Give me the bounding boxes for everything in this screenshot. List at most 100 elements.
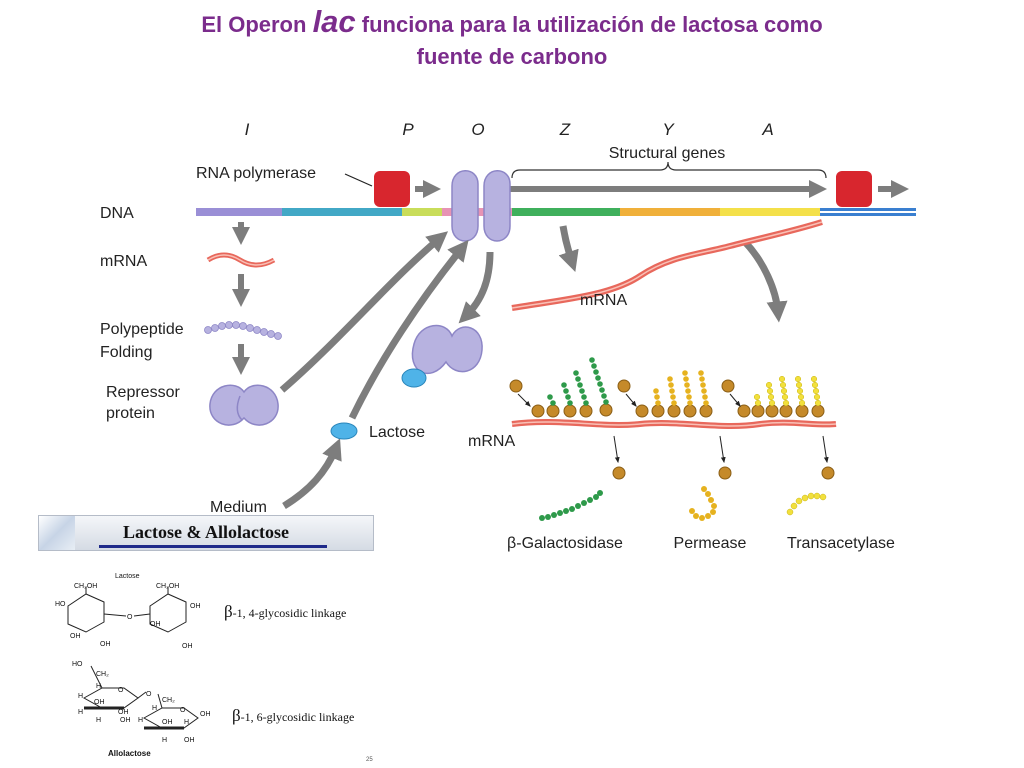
arrow-repressor-release [458, 251, 494, 324]
svg-text:OH: OH [94, 699, 105, 706]
linkage-1-4-text: -1, 4-glycosidic linkage [232, 606, 347, 620]
gene-letter-a: A [761, 120, 773, 139]
mrna-ribosomes-label: mRNA [468, 433, 515, 450]
svg-text:CH₂OH: CH₂OH [156, 583, 179, 590]
repressor-protein [209, 384, 279, 426]
arrow-repressor-to-operator [279, 231, 449, 393]
repressor-label: Repressor [106, 384, 180, 401]
arrow-medium-to-lactose [282, 438, 342, 509]
lactose-bound [401, 368, 427, 388]
svg-text:CH₂: CH₂ [96, 671, 109, 678]
svg-text:H: H [78, 709, 83, 716]
polypeptide-chain [204, 321, 282, 340]
rna-polymerase-label: RNA polymerase [196, 165, 316, 182]
svg-text:H: H [78, 693, 83, 700]
svg-text:O: O [127, 614, 133, 621]
svg-text:H: H [138, 717, 143, 724]
caption-underline [99, 545, 327, 548]
medium-label: Medium [210, 499, 267, 516]
svg-text:OH: OH [182, 643, 193, 650]
svg-text:H: H [96, 683, 101, 690]
svg-text:CH₂OH: CH₂OH [74, 583, 97, 590]
gene-letter-o: O [471, 120, 484, 139]
galactosidase-chain [539, 490, 603, 521]
ribosome-entry-arrows [517, 393, 741, 407]
svg-text:HO: HO [72, 661, 83, 668]
arrow-to-mrna-right [558, 225, 579, 272]
mrna-right-label: mRNA [580, 292, 627, 309]
title-suffix: funciona para la utilización de lactosa … [355, 12, 823, 37]
linkage-1-4: β-1, 4-glycosidic linkage [224, 602, 346, 622]
arrow-to-translation [742, 239, 788, 323]
product-transacetylase: Transacetylase [787, 535, 895, 552]
protein-label: protein [106, 405, 155, 422]
svg-text:OH: OH [184, 737, 195, 744]
released-ribosomes [612, 466, 835, 480]
caption-swoosh [39, 516, 75, 550]
dna-segment-spacer [282, 208, 402, 216]
dna-segment-z [512, 208, 620, 216]
ribosomes [509, 379, 825, 418]
svg-text:O: O [118, 687, 124, 694]
structural-genes-bracket [511, 161, 827, 179]
svg-text:HO: HO [55, 601, 66, 608]
repressor-on-operator [451, 170, 511, 242]
title-line-1: El Operon lac funciona para la utilizaci… [0, 6, 1024, 41]
rna-polymerase-block-left [374, 171, 410, 207]
gene-letter-y: Y [662, 120, 675, 139]
svg-text:OH: OH [118, 709, 129, 716]
dna-segment-y [620, 208, 720, 216]
allolactose-structure-title: Allolactose [108, 749, 151, 758]
lactose-molecule [330, 422, 358, 440]
allolactose-structure: HO CH₂ H O H OH H OH H OH O CH₂ H O OH H… [72, 661, 211, 758]
arrow-lactose-to-operator [348, 239, 469, 420]
gene-letter-p: P [402, 120, 414, 139]
svg-text:H: H [96, 717, 101, 724]
nascent-galactosidase [547, 357, 609, 406]
svg-text:OH: OH [200, 711, 211, 718]
svg-text:OH: OH [162, 719, 173, 726]
linkage-1-6-text: -1, 6-glycosidic linkage [240, 710, 355, 724]
svg-text:O: O [146, 691, 152, 698]
gene-letter-z: Z [559, 120, 571, 139]
svg-text:OH: OH [190, 603, 201, 610]
linkage-1-6: β-1, 6-glycosidic linkage [232, 706, 354, 726]
gene-letter-i: I [245, 120, 250, 139]
linkage-1-4-beta: β [224, 602, 233, 621]
svg-text:OH: OH [120, 717, 131, 724]
product-galactosidase: β-Galactosidase [507, 535, 623, 552]
svg-text:CH₂: CH₂ [162, 697, 175, 704]
permease-chain [689, 486, 717, 521]
slide-number: 25 [366, 757, 373, 763]
repressor-lactose-complex [401, 324, 483, 388]
svg-text:H: H [184, 719, 189, 726]
dna-strand [196, 208, 916, 216]
title-prefix: El Operon [201, 12, 313, 37]
linkage-1-6-beta: β [232, 706, 241, 725]
svg-text:H: H [162, 737, 167, 744]
svg-text:OH: OH [150, 621, 161, 628]
rna-polymerase-pointer [344, 173, 373, 187]
product-permease: Permease [674, 535, 747, 552]
dna-segment-a [720, 208, 820, 216]
svg-text:H: H [152, 705, 157, 712]
slide-title: El Operon lac funciona para la utilizaci… [0, 6, 1024, 73]
dna-label: DNA [100, 205, 134, 222]
title-lac: lac [312, 4, 356, 39]
svg-text:OH: OH [70, 633, 81, 640]
nascent-transacetylase [753, 375, 822, 407]
mrna-label-left: mRNA [100, 253, 147, 270]
rna-polymerase-block-right [836, 171, 872, 207]
svg-text:O: O [180, 707, 186, 714]
caption-bar: Lactose & Allolactose [38, 515, 374, 551]
polypeptide-label: Polypeptide [100, 321, 184, 338]
nascent-permease [653, 370, 709, 406]
lactose-structure: Lactose CH₂OH HO OH OH O CH₂OH OH OH OH [55, 573, 201, 650]
lactose-structure-title: Lactose [115, 573, 140, 580]
title-line-2: fuente de carbono [416, 44, 608, 69]
folding-label: Folding [100, 344, 152, 361]
gene-letters: I P O Z Y A [245, 120, 774, 139]
caption-label: Lactose & Allolactose [123, 522, 289, 542]
structural-genes-label: Structural genes [609, 145, 726, 162]
